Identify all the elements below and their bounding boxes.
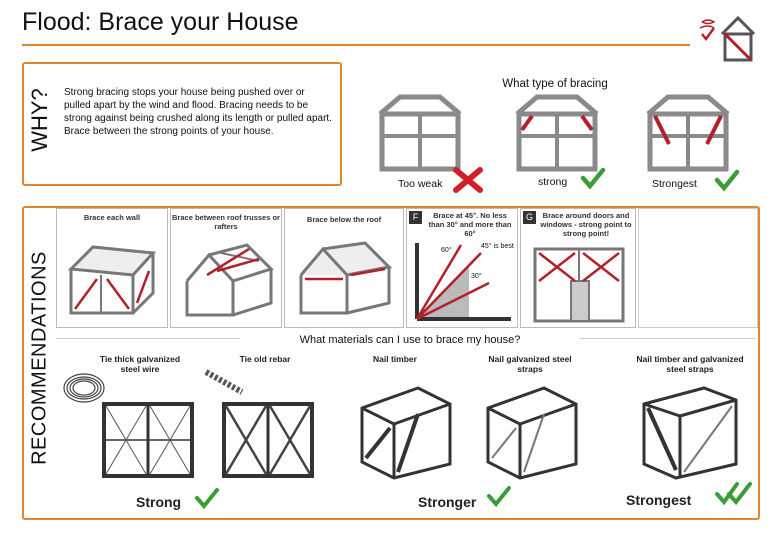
rebar-icon <box>204 369 244 395</box>
double-check-icon <box>715 482 752 506</box>
rebar-braced-wall-illustration <box>222 402 314 478</box>
brace-below-roof-card: Brace below the roof <box>284 208 404 328</box>
timber-and-strap-braced-wall-illustration <box>642 386 738 480</box>
timber-braced-wall-illustration <box>360 386 452 480</box>
recommendations-label: RECOMMENDATIONS <box>28 251 51 465</box>
why-panel <box>22 62 342 186</box>
check-icon <box>714 169 740 192</box>
brace-each-wall-caption: Brace each wall <box>83 213 141 222</box>
material-timber-caption: Nail timber <box>373 354 417 364</box>
badge-g: G <box>523 211 536 224</box>
check-icon <box>487 486 511 508</box>
weak-bracing-label: Too weak <box>398 178 443 190</box>
braced-roof-trusses-illustration <box>185 243 274 317</box>
empty-card <box>638 208 758 328</box>
rating-strongest-label: Strongest <box>626 492 692 508</box>
rating-stronger-label: Stronger <box>418 494 477 510</box>
title-divider <box>22 44 690 46</box>
strong-bracing-frame-illustration <box>515 94 599 172</box>
brace-doors-windows-caption: Brace around doors and windows - strong … <box>540 211 632 238</box>
page-title: Flood: Brace your House <box>22 8 299 36</box>
bracing-types-title: What type of bracing <box>502 78 608 90</box>
braced-door-window-wall-illustration <box>533 247 625 323</box>
material-rebar-caption: Tie old rebar <box>239 354 291 364</box>
angle-60-label: 60° <box>441 247 452 254</box>
braced-walls-house-illustration <box>67 245 157 315</box>
strong-bracing-label: strong <box>538 176 568 188</box>
why-label: WHY? <box>27 88 52 152</box>
recommendations-panel <box>22 206 760 520</box>
wire-braced-wall-illustration <box>102 402 194 478</box>
angle-30-label: 30° <box>471 273 482 280</box>
strap-braced-wall-illustration <box>486 386 578 480</box>
brace-angle-diagram <box>415 243 511 321</box>
material-timber-straps-caption: Nail timber and galvanized steel straps <box>636 354 744 374</box>
brace-each-wall-card: Brace each wall <box>56 208 168 328</box>
brace-angle-card: F Brace at 45°. No less than 30° and mor… <box>406 208 518 328</box>
braced-below-roof-illustration <box>299 241 393 315</box>
brace-doors-windows-card: G Brace around doors and windows - stron… <box>520 208 636 328</box>
strongest-bracing-frame-illustration <box>646 94 730 172</box>
rating-strong-label: Strong <box>136 494 182 510</box>
angle-45-label: 45° is best <box>481 243 514 250</box>
brace-angle-caption: Brace at 45°. No less than 30° and more … <box>428 211 512 238</box>
weak-bracing-frame-illustration <box>378 94 462 172</box>
badge-f: F <box>409 211 422 224</box>
why-text: Strong bracing stops your house being pu… <box>64 87 332 137</box>
brace-roof-trusses-card: Brace between roof trusses or rafters <box>170 208 282 328</box>
materials-title: What materials can I use to brace my hou… <box>240 334 580 346</box>
material-wire-caption: Tie thick galvanized steel wire <box>99 354 181 374</box>
brace-roof-trusses-caption: Brace between roof trusses or rafters <box>172 213 280 231</box>
material-straps-caption: Nail galvanized steel straps <box>488 354 572 374</box>
strongest-bracing-label: Strongest <box>652 178 697 190</box>
check-icon <box>195 488 219 510</box>
cross-icon <box>453 167 483 193</box>
flood-house-logo-icon <box>699 15 756 62</box>
wire-coil-icon <box>63 373 105 403</box>
brace-below-roof-caption: Brace below the roof <box>306 215 382 224</box>
check-icon <box>580 167 606 190</box>
